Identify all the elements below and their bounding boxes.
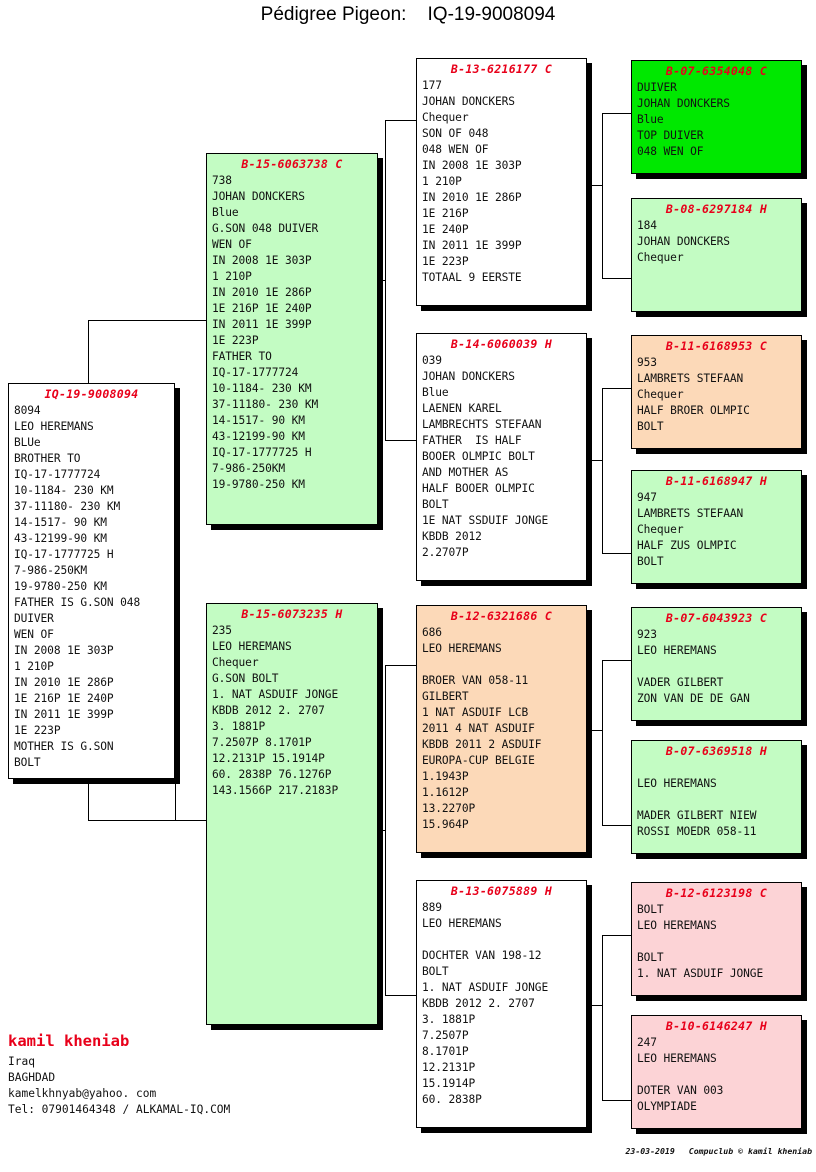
ring-number-ggp-2: B-08-6297184 H bbox=[665, 202, 768, 216]
connector-g3d-stem bbox=[578, 1005, 602, 1006]
connector-g3a-stem bbox=[578, 185, 602, 186]
pedigree-details-ggp-1: DUIVER JOHAN DONCKERS Blue TOP DUIVER 04… bbox=[637, 81, 730, 158]
ring-number-granddam-2: B-13-6075889 H bbox=[450, 884, 553, 898]
connector-g3a-bot bbox=[602, 278, 632, 279]
pedigree-box-ggp-8[interactable]: B-10-6146247 H 247 LEO HEREMANS DOTER VA… bbox=[631, 1015, 802, 1129]
connector-g3a-spine bbox=[602, 113, 603, 278]
pedigree-box-ggp-2[interactable]: B-08-6297184 H 184 JOHAN DONCKERS Cheque… bbox=[631, 198, 802, 312]
connector-dam-spine bbox=[385, 665, 386, 995]
owner-tel-website[interactable]: Tel: 07901464348 / ALKAMAL-IQ.COM bbox=[8, 1103, 231, 1116]
ring-number-ggp-4: B-11-6168947 H bbox=[665, 474, 768, 488]
pedigree-details-subject: 8094 LEO HEREMANS BLUe BROTHER TO IQ-17-… bbox=[14, 404, 141, 769]
page-title: Pédigree Pigeon: IQ-19-9008094 bbox=[260, 4, 556, 25]
pedigree-box-granddam-1[interactable]: B-14-6060039 H 039 JOHAN DONCKERS Blue L… bbox=[416, 333, 587, 581]
connector-g3c-top bbox=[602, 660, 632, 661]
connector-g3d-top bbox=[602, 935, 632, 936]
ring-number-ggp-3: B-11-6168953 C bbox=[665, 339, 768, 353]
pedigree-details-ggp-8: 247 LEO HEREMANS DOTER VAN 003 OLYMPIADE bbox=[637, 1036, 724, 1113]
connector-g3b-stem bbox=[578, 460, 602, 461]
connector-g3d-spine bbox=[602, 935, 603, 1100]
ring-number-ggp-5: B-07-6043923 C bbox=[665, 611, 768, 625]
connector-g3a-top bbox=[602, 113, 632, 114]
owner-email[interactable]: kamelkhnyab@yahoo. com bbox=[8, 1087, 157, 1100]
connector-g3d-bot bbox=[602, 1100, 632, 1101]
connector-subject-drop-h bbox=[175, 820, 208, 821]
footer-credit: Compuclub © kamil kheniab bbox=[688, 1146, 812, 1156]
ring-number-ggp-7: B-12-6123198 C bbox=[665, 886, 768, 900]
footer-date: 23-03-2019 bbox=[625, 1146, 675, 1156]
connector-g3b-top bbox=[602, 388, 632, 389]
ring-number-dam: B-15-6073235 H bbox=[241, 607, 343, 621]
owner-block: kamil kheniab Iraq BAGHDAD kamelkhnyab@y… bbox=[8, 1032, 368, 1118]
pedigree-box-granddam-2[interactable]: B-13-6075889 H 889 LEO HEREMANS DOCHTER … bbox=[416, 880, 587, 1128]
owner-city: BAGHDAD bbox=[8, 1071, 56, 1084]
connector-dam-to-gs bbox=[385, 665, 418, 666]
connector-g3b-spine bbox=[602, 388, 603, 553]
pedigree-details-grandsire-2: 686 LEO HEREMANS BROER VAN 058-11 GILBER… bbox=[422, 626, 542, 831]
ring-number-ggp-6: B-07-6369518 H bbox=[665, 744, 768, 758]
connector-g3c-stem bbox=[578, 730, 602, 731]
pedigree-details-dam: 235 LEO HEREMANS Chequer G.SON BOLT 1. N… bbox=[212, 624, 339, 797]
pedigree-box-ggp-5[interactable]: B-07-6043923 C 923 LEO HEREMANS VADER GI… bbox=[631, 607, 802, 721]
pedigree-details-ggp-4: 947 LAMBRETS STEFAAN Chequer HALF ZUS OL… bbox=[637, 491, 744, 568]
pedigree-box-ggp-3[interactable]: B-11-6168953 C 953 LAMBRETS STEFAAN Cheq… bbox=[631, 335, 802, 449]
connector-g3c-spine bbox=[602, 660, 603, 825]
ring-number-sire: B-15-6063738 C bbox=[241, 157, 343, 171]
pedigree-details-ggp-5: 923 LEO HEREMANS VADER GILBERT ZON VAN D… bbox=[637, 628, 750, 705]
owner-country: Iraq bbox=[8, 1055, 35, 1068]
pedigree-details-sire: 738 JOHAN DONCKERS Blue G.SON 048 DUIVER… bbox=[212, 174, 319, 491]
pedigree-details-ggp-2: 184 JOHAN DONCKERS Chequer bbox=[637, 219, 730, 264]
pedigree-details-granddam-1: 039 JOHAN DONCKERS Blue LAENEN KAREL LAM… bbox=[422, 354, 549, 559]
pedigree-box-grandsire-2[interactable]: B-12-6321686 C 686 LEO HEREMANS BROER VA… bbox=[416, 605, 587, 853]
pedigree-details-granddam-2: 889 LEO HEREMANS DOCHTER VAN 198-12 BOLT… bbox=[422, 901, 549, 1106]
connector-g3c-bot bbox=[602, 825, 632, 826]
footer: 23-03-2019 Compuclub © kamil kheniab bbox=[466, 1136, 812, 1166]
pedigree-box-ggp-6[interactable]: B-07-6369518 H LEO HEREMANS MADER GILBER… bbox=[631, 740, 802, 854]
ring-number-grandsire-2: B-12-6321686 C bbox=[450, 609, 553, 623]
pedigree-box-grandsire-1[interactable]: B-13-6216177 C 177 JOHAN DONCKERS Cheque… bbox=[416, 58, 587, 306]
pedigree-details-ggp-7: BOLT LEO HEREMANS BOLT 1. NAT ASDUIF JON… bbox=[637, 903, 764, 980]
pedigree-box-dam[interactable]: B-15-6073235 H 235 LEO HEREMANS Chequer … bbox=[206, 603, 378, 1025]
connector-sire-to-gs bbox=[385, 120, 418, 121]
pedigree-box-ggp-7[interactable]: B-12-6123198 C BOLT LEO HEREMANS BOLT 1.… bbox=[631, 882, 802, 996]
connector-subject-to-sire bbox=[88, 320, 208, 321]
pedigree-box-ggp-4[interactable]: B-11-6168947 H 947 LAMBRETS STEFAAN Cheq… bbox=[631, 470, 802, 584]
connector-g3b-bot bbox=[602, 553, 632, 554]
pedigree-box-subject[interactable]: IQ-19-9008094 8094 LEO HEREMANS BLUe BRO… bbox=[8, 383, 175, 779]
ring-number-grandsire-1: B-13-6216177 C bbox=[450, 62, 553, 76]
pedigree-details-ggp-3: 953 LAMBRETS STEFAAN Chequer HALF BROER … bbox=[637, 356, 750, 433]
ring-number-granddam-1: B-14-6060039 H bbox=[450, 337, 553, 351]
connector-subject-drop bbox=[175, 775, 176, 820]
pedigree-details-grandsire-1: 177 JOHAN DONCKERS Chequer SON OF 048 04… bbox=[422, 79, 522, 284]
ring-number-subject: IQ-19-9008094 bbox=[44, 387, 139, 401]
connector-dam-to-gd bbox=[385, 995, 418, 996]
ring-number-ggp-1: B-07-6354048 C bbox=[665, 64, 768, 78]
connector-sire-to-gd bbox=[385, 440, 418, 441]
connector-sire-spine bbox=[385, 120, 386, 440]
pedigree-box-sire[interactable]: B-15-6063738 C 738 JOHAN DONCKERS Blue G… bbox=[206, 153, 378, 525]
owner-name: kamil kheniab bbox=[8, 1032, 130, 1050]
ring-number-ggp-8: B-10-6146247 H bbox=[665, 1019, 768, 1033]
pedigree-box-ggp-1[interactable]: B-07-6354048 C DUIVER JOHAN DONCKERS Blu… bbox=[631, 60, 802, 174]
connector-subject-to-dam bbox=[88, 820, 208, 821]
pedigree-details-ggp-6: LEO HEREMANS MADER GILBERT NIEW ROSSI MO… bbox=[637, 777, 757, 838]
